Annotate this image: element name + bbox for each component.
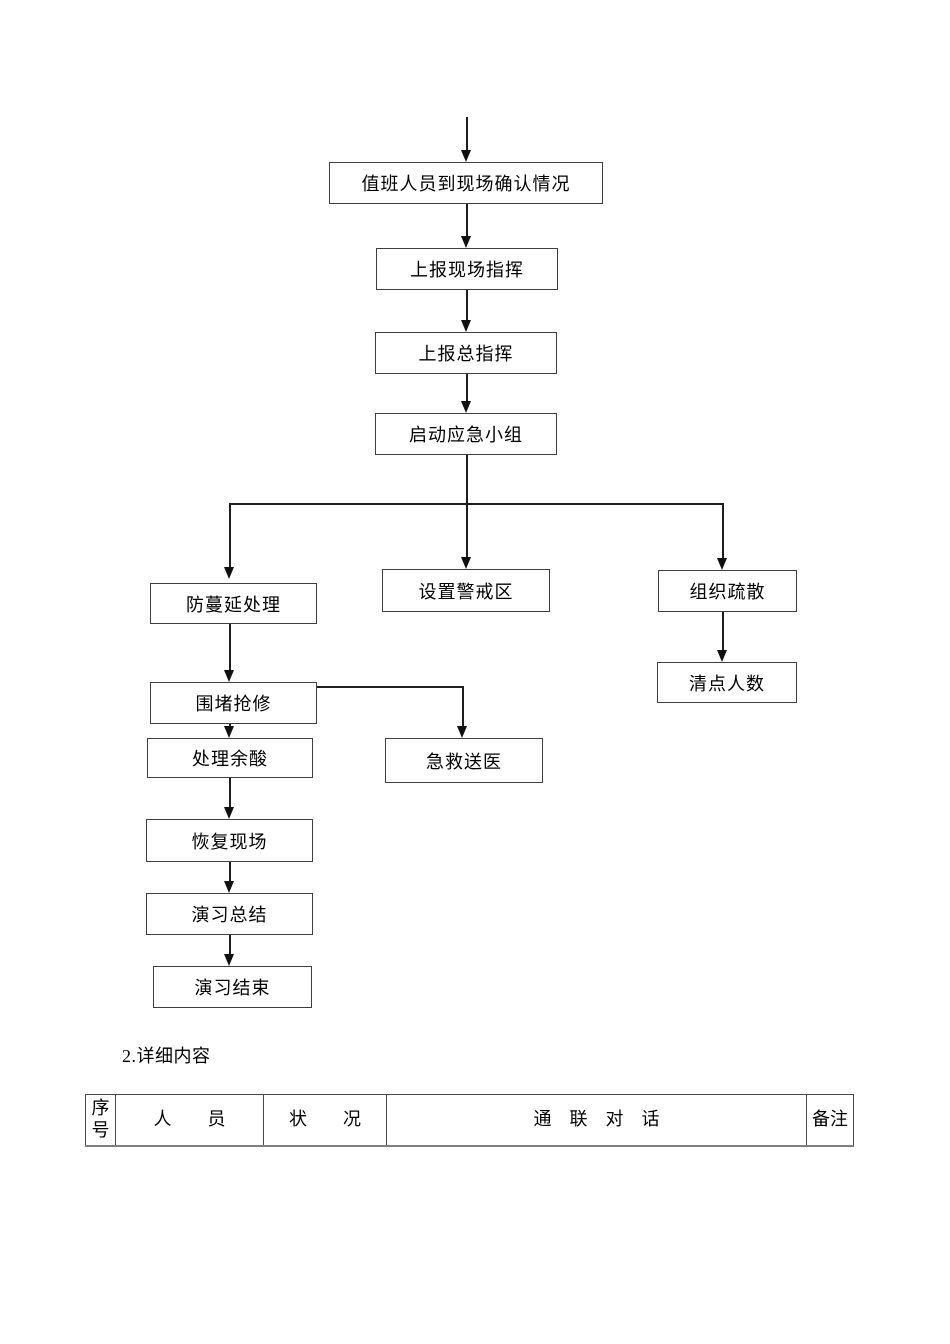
col-header-remarks: 备注 — [806, 1094, 854, 1147]
flow-node-activate-team: 启动应急小组 — [375, 413, 557, 455]
col-header-status: 状 况 — [263, 1094, 387, 1147]
connector-line — [722, 612, 724, 652]
arrow-down-icon — [224, 670, 234, 682]
flow-node-restore-site: 恢复现场 — [146, 819, 313, 862]
connector-line — [229, 778, 231, 809]
connector-line — [466, 204, 468, 238]
connector-line — [229, 503, 231, 568]
arrow-down-icon — [717, 650, 727, 662]
col-header-index: 序号 — [85, 1094, 116, 1147]
arrow-down-icon — [461, 150, 471, 162]
arrow-down-icon — [717, 558, 727, 570]
connector-line — [466, 503, 468, 559]
flow-node-confirm: 值班人员到现场确认情况 — [329, 162, 603, 204]
flow-node-prevent-spread: 防蔓延处理 — [150, 583, 317, 624]
connector-line — [229, 935, 231, 956]
arrow-down-icon — [224, 881, 234, 893]
flow-node-count-people: 清点人数 — [657, 662, 797, 703]
connector-line — [229, 624, 231, 672]
flow-node-report-chief-command: 上报总指挥 — [375, 332, 557, 374]
connector-line — [466, 374, 468, 403]
connector-line — [466, 455, 468, 504]
flow-node-set-cordon: 设置警戒区 — [382, 569, 550, 612]
arrow-down-icon — [224, 807, 234, 819]
flow-node-contain-repair: 围堵抢修 — [150, 682, 317, 724]
connector-line — [722, 503, 724, 560]
arrow-down-icon — [224, 726, 234, 738]
connector-line — [466, 117, 468, 152]
arrow-down-icon — [224, 954, 234, 966]
connector-line — [229, 862, 231, 883]
arrow-down-icon — [461, 236, 471, 248]
flow-node-report-site-command: 上报现场指挥 — [376, 248, 558, 290]
flow-node-drill-summary: 演习总结 — [146, 893, 313, 935]
arrow-down-icon — [461, 401, 471, 413]
flow-node-drill-end: 演习结束 — [153, 966, 312, 1008]
col-header-personnel: 人 员 — [115, 1094, 264, 1147]
elbow-line — [317, 686, 463, 688]
connector-line — [462, 686, 464, 728]
flow-node-first-aid-hospital: 急救送医 — [385, 738, 543, 783]
col-header-dialogue: 通 联 对 话 — [386, 1094, 807, 1147]
arrow-down-icon — [224, 567, 234, 579]
detail-table: 序号 人 员 状 况 通 联 对 话 备注 — [85, 1094, 854, 1147]
connector-line — [466, 290, 468, 322]
flow-node-organize-evacuation: 组织疏散 — [658, 570, 797, 612]
section-heading: 2.详细内容 — [122, 1046, 211, 1066]
arrow-down-icon — [461, 320, 471, 332]
arrow-down-icon — [457, 726, 467, 738]
arrow-down-icon — [461, 557, 471, 569]
branch-line — [229, 503, 724, 505]
flow-node-treat-residual-acid: 处理余酸 — [147, 738, 313, 778]
table-header-row: 序号 人 员 状 况 通 联 对 话 备注 — [85, 1094, 854, 1147]
